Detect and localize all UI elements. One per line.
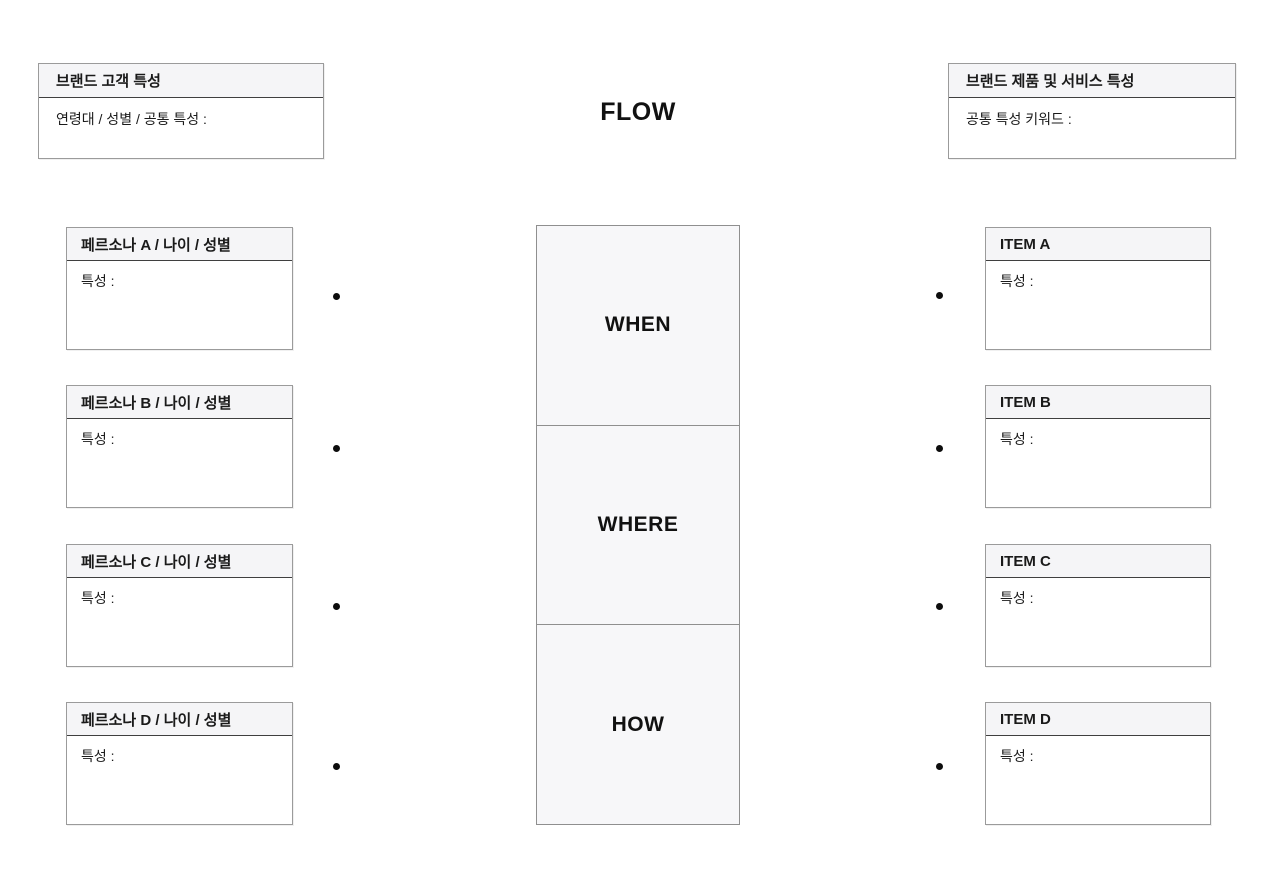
persona-a-box: 페르소나 A / 나이 / 성별 특성 :: [66, 227, 293, 350]
persona-c-header: 페르소나 C / 나이 / 성별: [67, 545, 292, 578]
item-c-box: ITEM C 특성 :: [985, 544, 1211, 667]
brand-customer-traits-box: 브랜드 고객 특성 연령대 / 성별 / 공통 특성 :: [38, 63, 324, 159]
item-a-traits: 특성 :: [986, 261, 1210, 301]
item-b-box: ITEM B 특성 :: [985, 385, 1211, 508]
persona-d-box: 페르소나 D / 나이 / 성별 특성 :: [66, 702, 293, 825]
persona-d-header: 페르소나 D / 나이 / 성별: [67, 703, 292, 736]
brand-customer-traits-header: 브랜드 고객 특성: [39, 64, 323, 98]
connector-dot: [333, 445, 340, 452]
page-title: FLOW: [600, 98, 676, 126]
item-d-box: ITEM D 특성 :: [985, 702, 1211, 825]
persona-b-header: 페르소나 B / 나이 / 성별: [67, 386, 292, 419]
brand-customer-traits-body: 연령대 / 성별 / 공통 특성 :: [39, 98, 323, 140]
connector-dot: [333, 293, 340, 300]
item-c-traits: 특성 :: [986, 578, 1210, 618]
connector-dot: [936, 292, 943, 299]
persona-b-traits: 특성 :: [67, 419, 292, 459]
persona-b-box: 페르소나 B / 나이 / 성별 특성 :: [66, 385, 293, 508]
item-d-header: ITEM D: [986, 703, 1210, 736]
flow-column: WHEN WHERE HOW: [536, 225, 740, 825]
brand-product-service-traits-header: 브랜드 제품 및 서비스 특성: [949, 64, 1235, 98]
item-b-header: ITEM B: [986, 386, 1210, 419]
item-b-traits: 특성 :: [986, 419, 1210, 459]
brand-product-service-traits-box: 브랜드 제품 및 서비스 특성 공통 특성 키워드 :: [948, 63, 1236, 159]
persona-d-traits: 특성 :: [67, 736, 292, 776]
persona-a-traits: 특성 :: [67, 261, 292, 301]
item-a-header: ITEM A: [986, 228, 1210, 261]
connector-dot: [333, 763, 340, 770]
persona-c-box: 페르소나 C / 나이 / 성별 특성 :: [66, 544, 293, 667]
item-d-traits: 특성 :: [986, 736, 1210, 776]
connector-dot: [936, 603, 943, 610]
item-a-box: ITEM A 특성 :: [985, 227, 1211, 350]
connector-dot: [936, 445, 943, 452]
flow-step-where: WHERE: [537, 424, 739, 625]
item-c-header: ITEM C: [986, 545, 1210, 578]
brand-product-service-traits-body: 공통 특성 키워드 :: [949, 98, 1235, 140]
flow-step-when: WHEN: [604, 313, 672, 337]
connector-dot: [333, 603, 340, 610]
connector-dot: [936, 763, 943, 770]
flow-step-how: HOW: [537, 624, 739, 824]
persona-c-traits: 특성 :: [67, 578, 292, 618]
persona-a-header: 페르소나 A / 나이 / 성별: [67, 228, 292, 261]
